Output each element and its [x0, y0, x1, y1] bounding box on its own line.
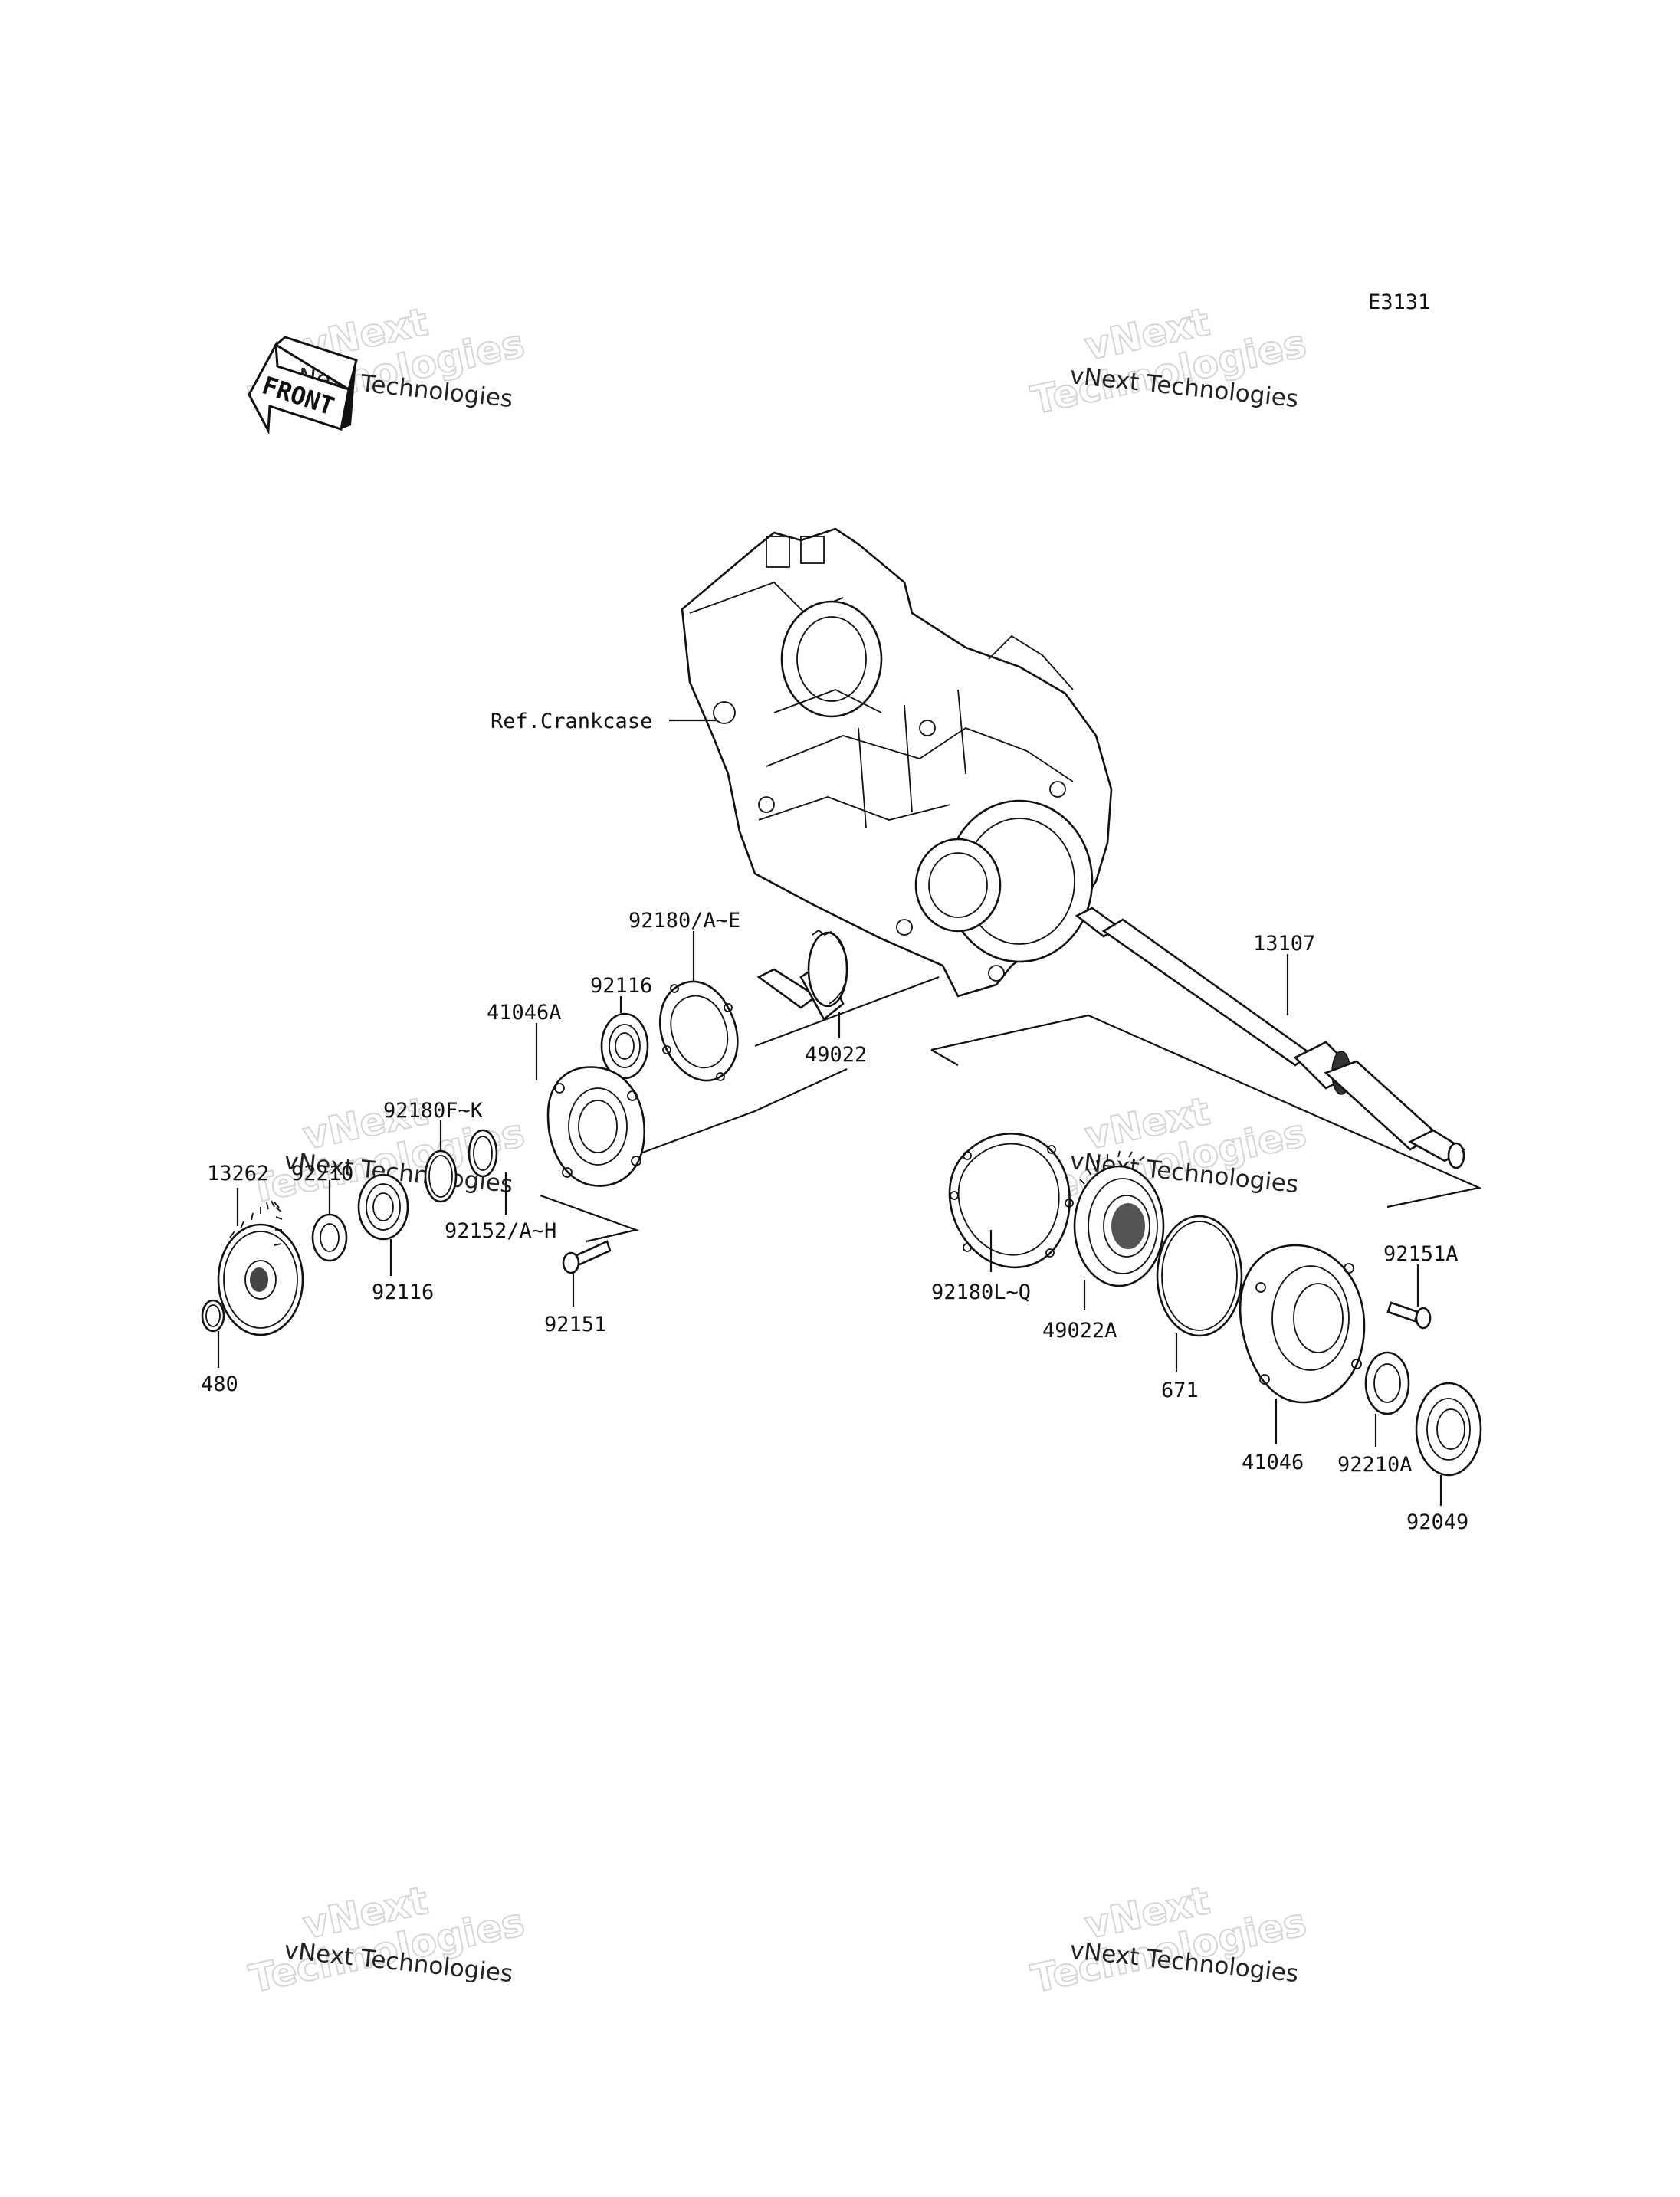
label-92116-upper: 92116	[590, 974, 652, 998]
watermark-top-right: Technologies vNext vNext Technologies	[1026, 299, 1311, 424]
shim-92152-a-h	[468, 1129, 498, 1178]
bolt-92151	[562, 1240, 612, 1274]
housing-41046	[1239, 1244, 1366, 1404]
oring-92180f-k	[424, 1149, 458, 1203]
gasket-92180-a-e	[658, 980, 739, 1082]
seal-92210a	[1364, 1351, 1410, 1415]
gasket-92180l-q	[948, 1133, 1074, 1269]
label-92180f-k: 92180F~K	[383, 1099, 484, 1123]
label-ref-crankcase: Ref.Crankcase	[491, 710, 652, 733]
label-480: 480	[201, 1372, 238, 1396]
gear-49022a	[1073, 1150, 1165, 1287]
label-49022: 49022	[805, 1043, 867, 1067]
watermark-bottom-left: Technologies vNext vNext Technologies	[244, 1877, 529, 2002]
bracket-right-group	[930, 1014, 1482, 1208]
label-92049: 92049	[1406, 1510, 1468, 1534]
oring-671	[1156, 1215, 1243, 1337]
label-92210a: 92210A	[1337, 1453, 1413, 1477]
label-92116-lower: 92116	[372, 1280, 434, 1304]
shaft-13107	[1075, 907, 1466, 1169]
seal-92049	[1415, 1382, 1482, 1477]
bolt-92151a	[1386, 1301, 1432, 1330]
label-671: 671	[1161, 1379, 1199, 1402]
axis-left-lower	[609, 1068, 848, 1166]
label-92151: 92151	[544, 1313, 606, 1336]
seal-92210	[311, 1213, 348, 1262]
circlip-480	[201, 1299, 225, 1333]
label-41046: 41046	[1242, 1451, 1304, 1474]
bearing-92116-lower	[357, 1173, 409, 1241]
label-92152-a-h: 92152/A~H	[445, 1219, 556, 1243]
label-13262: 13262	[207, 1162, 269, 1185]
gear-13262	[217, 1200, 304, 1336]
bracket-92151	[540, 1194, 639, 1243]
label-92151a: 92151A	[1383, 1242, 1459, 1266]
label-92180l-q: 92180L~Q	[931, 1280, 1031, 1304]
gear-49022	[756, 929, 848, 1021]
label-92210: 92210	[291, 1162, 353, 1185]
label-92180-a-e: 92180/A~E	[628, 909, 740, 933]
label-49022a: 49022A	[1042, 1319, 1117, 1343]
label-13107: 13107	[1253, 932, 1315, 956]
crankcase	[681, 527, 1113, 998]
bearing-92116-upper	[600, 1012, 649, 1080]
axis-left-upper	[754, 976, 940, 1048]
housing-41046a	[546, 1066, 646, 1187]
label-41046a: 41046A	[487, 1001, 562, 1025]
watermark-bottom-right: Technologies vNext vNext Technologies	[1026, 1877, 1311, 2002]
diagram-code: E3131	[1368, 290, 1430, 314]
